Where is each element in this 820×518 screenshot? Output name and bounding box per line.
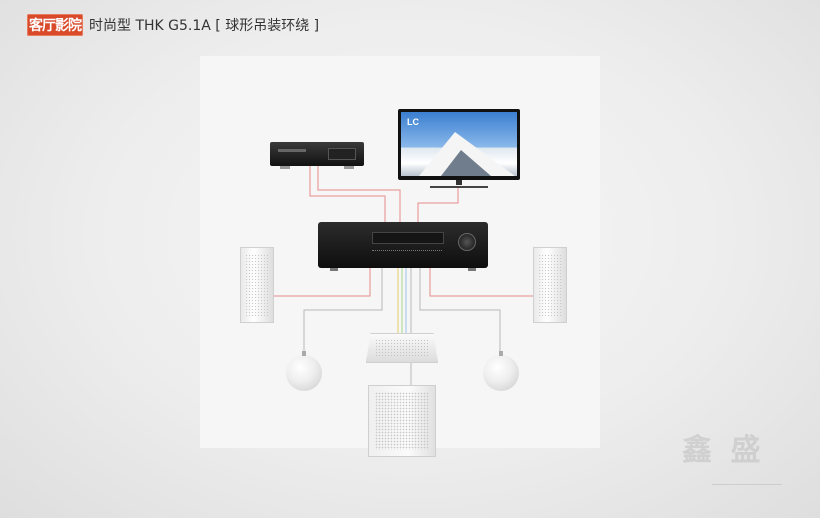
wire-surround-left <box>303 268 383 353</box>
wire-surround-right <box>419 268 501 353</box>
wire-front-left <box>272 268 371 297</box>
receiver-buttons <box>372 250 442 255</box>
wire-front-right <box>429 268 533 297</box>
front-left-speaker <box>240 247 274 323</box>
tv: LC <box>398 109 520 180</box>
tv-stand <box>430 180 488 188</box>
tv-screen: LC <box>401 112 517 176</box>
av-receiver <box>318 222 488 271</box>
receiver-foot <box>468 268 476 271</box>
mountain-graphic <box>441 150 491 176</box>
watermark: 鑫 盛 <box>682 433 765 468</box>
subwoofer <box>368 385 436 457</box>
wire-dvd-receiver-2 <box>317 166 401 222</box>
receiver-foot <box>330 268 338 271</box>
volume-knob <box>458 233 476 251</box>
receiver-display <box>372 232 444 244</box>
dvd-foot <box>280 166 290 169</box>
dvd-display <box>328 148 356 160</box>
dvd-tray <box>278 149 306 152</box>
watermark-line <box>712 484 782 485</box>
dvd-player <box>270 142 364 169</box>
title-bar: 客厅影院 时尚型 THK G5.1A [ 球形吊装环绕 ] <box>27 14 319 36</box>
page-title: 时尚型 THK G5.1A [ 球形吊装环绕 ] <box>89 18 320 34</box>
surround-left-sphere-speaker <box>286 351 322 391</box>
front-right-speaker <box>533 247 567 323</box>
surround-right-sphere-speaker <box>483 351 519 391</box>
brand-logo: 客厅影院 <box>27 14 83 36</box>
dvd-foot <box>344 166 354 169</box>
wire-tv-receiver <box>417 186 459 222</box>
center-speaker <box>366 333 438 363</box>
wire-dvd-receiver <box>309 166 386 222</box>
tv-logo: LC <box>407 117 419 127</box>
